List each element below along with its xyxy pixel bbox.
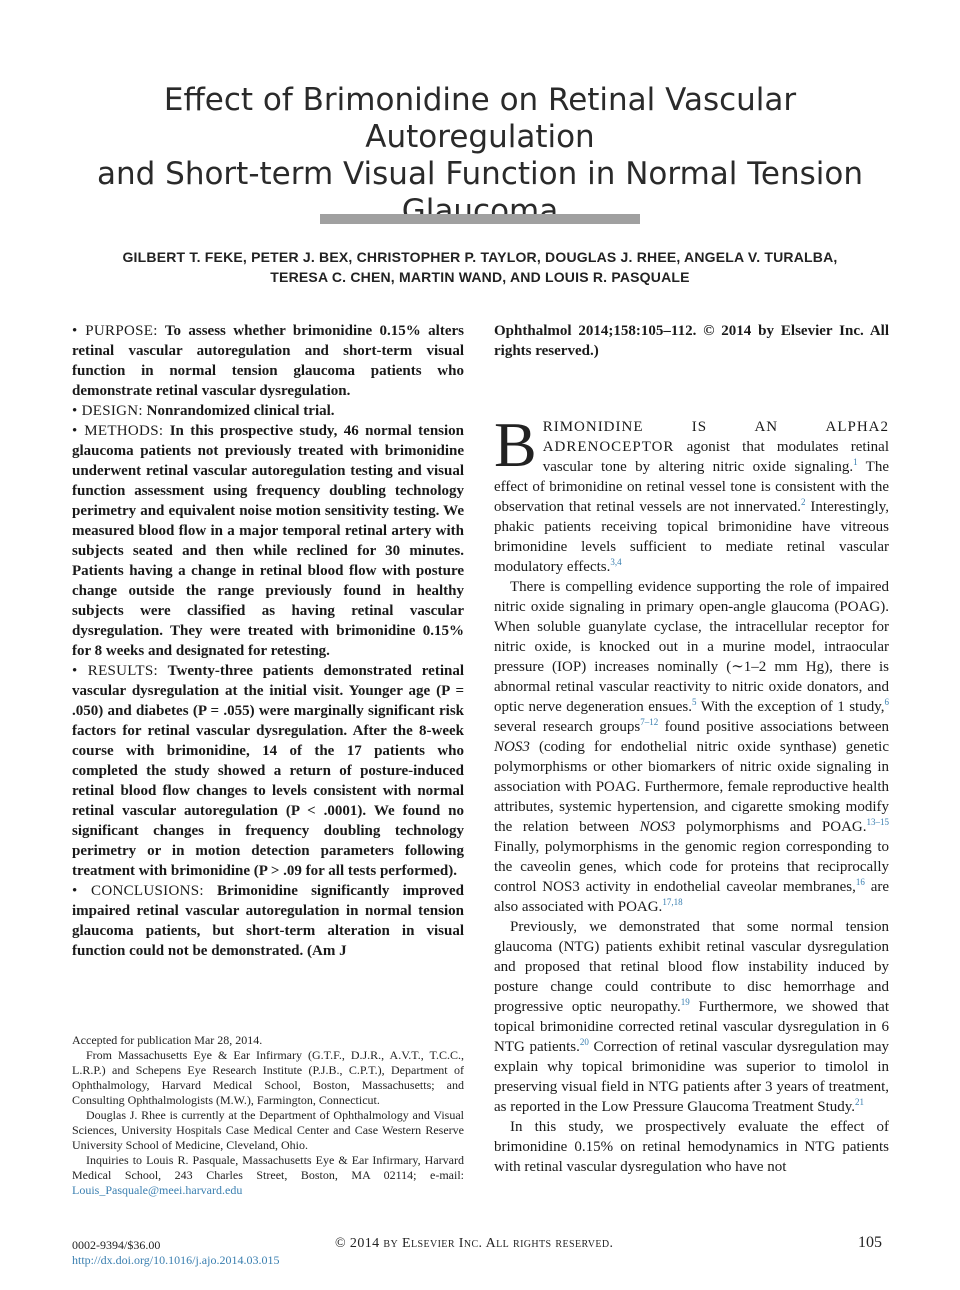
abstract-methods: • METHODS: In this prospective study, 46…: [72, 421, 464, 661]
issn-doi: 0002-9394/$36.00 http://dx.doi.org/10.10…: [72, 1238, 279, 1268]
p2-text-c: several research groups: [494, 719, 641, 735]
ref-link[interactable]: 13–15: [866, 817, 890, 827]
ref-link[interactable]: 2: [801, 497, 806, 507]
abstract-results: • RESULTS: Twenty-three patients demonst…: [72, 661, 464, 881]
right-column: Ophthalmol 2014;158:105–112. © 2014 by E…: [494, 321, 889, 1177]
ref-link[interactable]: 5: [691, 697, 697, 707]
ref-link[interactable]: 3,4: [610, 557, 622, 567]
footnote-accepted: Accepted for publication Mar 28, 2014.: [72, 1033, 263, 1047]
drop-cap: B: [494, 409, 537, 480]
ref-link[interactable]: 21: [855, 1097, 865, 1107]
p1-text-c: Interestingly, phakic patients receiving…: [494, 499, 889, 575]
footer-copyright: © 2014 by Elsevier Inc. All rights reser…: [335, 1236, 614, 1251]
methods-text: In this prospective study, 46 normal ten…: [72, 423, 465, 659]
conclusions-label: • CONCLUSIONS:: [72, 883, 204, 899]
ref-link[interactable]: 20: [579, 1037, 589, 1047]
gene-name: NOS3: [494, 739, 530, 755]
authors-line-1: GILBERT T. FEKE, PETER J. BEX, CHRISTOPH…: [122, 249, 838, 265]
ref-link[interactable]: 16: [855, 877, 865, 887]
conclusions-text: Brimonidine significantly improved impai…: [72, 883, 465, 959]
issn-price: 0002-9394/$36.00: [72, 1238, 161, 1252]
p3-text-c: Correction of retinal vascular dysregula…: [494, 1039, 890, 1115]
footnote-inquiries: Inquiries to Louis R. Pasquale, Massachu…: [72, 1153, 464, 1198]
p1-text-a: agonist that modulates retinal vascular …: [542, 439, 890, 475]
footnote-affiliations: From Massachusetts Eye & Ear Infirmary (…: [72, 1048, 464, 1107]
doi-link[interactable]: http://dx.doi.org/10.1016/j.ajo.2014.03.…: [72, 1253, 280, 1267]
gene-name: NOS3: [639, 819, 676, 835]
ref-link[interactable]: 7–12: [640, 717, 659, 727]
abstract-citation: Ophthalmol 2014;158:105–112. © 2014 by E…: [494, 323, 889, 359]
p3-text-a: Previously, we demonstrated that some no…: [494, 919, 889, 1015]
left-column: • PURPOSE: To assess whether brimonidine…: [72, 321, 464, 961]
ref-link[interactable]: 6: [884, 697, 890, 707]
results-text: Twenty-three patients demonstrated retin…: [72, 663, 464, 879]
methods-label: • METHODS:: [72, 423, 164, 439]
p1-text-b: The effect of brimonidine on retinal ves…: [494, 459, 889, 515]
ref-link[interactable]: 17,18: [662, 897, 683, 907]
lead-smallcaps: RIMONIDINE IS AN ALPHA2 ADRENOCEPTOR: [542, 419, 889, 455]
abstract: • PURPOSE: To assess whether brimonidine…: [72, 321, 464, 961]
title-line-1: Effect of Brimonidine on Retinal Vascula…: [163, 82, 797, 155]
results-label: • RESULTS:: [72, 663, 158, 679]
p2-text-a: There is compelling evidence supporting …: [494, 579, 889, 715]
paragraph-4: In this study, we prospectively evaluate…: [494, 1119, 889, 1175]
paragraph-3: Previously, we demonstrated that some no…: [494, 917, 889, 1117]
title-line-2: and Short-term Visual Function in Normal…: [96, 156, 864, 192]
footnotes: Accepted for publication Mar 28, 2014. F…: [72, 1033, 464, 1198]
email-link[interactable]: Louis_Pasquale@meei.harvard.edu: [72, 1183, 243, 1197]
purpose-text: To assess whether brimonidine 0.15% alte…: [72, 323, 464, 399]
purpose-label: • PURPOSE:: [72, 323, 158, 339]
p2-text-f: (coding for endothelial nitric oxide syn…: [494, 739, 889, 835]
design-label: • DESIGN:: [72, 403, 143, 419]
ref-link[interactable]: 19: [680, 997, 690, 1007]
p2-text-h: polymorphisms and POAG.: [685, 819, 867, 835]
author-list: GILBERT T. FEKE, PETER J. BEX, CHRISTOPH…: [60, 247, 900, 287]
page-number: 105: [858, 1234, 882, 1251]
article-title: Effect of Brimonidine on Retinal Vascula…: [60, 82, 900, 230]
abstract-purpose: • PURPOSE: To assess whether brimonidine…: [72, 321, 464, 401]
p2-text-j: are also associated with POAG.: [494, 879, 890, 915]
p2-text-d: found positive associations between: [664, 719, 889, 735]
p2-text-i: Finally, polymorphisms in the genomic re…: [494, 839, 889, 895]
inquiries-text: Inquiries to Louis R. Pasquale, Massachu…: [72, 1153, 464, 1182]
title-divider: [320, 214, 640, 224]
footnote-rhee: Douglas J. Rhee is currently at the Depa…: [72, 1108, 464, 1152]
ref-link[interactable]: 1: [853, 457, 858, 467]
title-line-3: Glaucoma: [401, 193, 559, 229]
p2-text-b: With the exception of 1 study,: [700, 699, 885, 715]
design-text: Nonrandomized clinical trial.: [146, 403, 335, 419]
abstract-design: • DESIGN: Nonrandomized clinical trial.: [72, 401, 464, 421]
abstract-conclusions: • CONCLUSIONS: Brimonidine significantly…: [72, 881, 464, 961]
authors-line-2: TERESA C. CHEN, MARTIN WAND, AND LOUIS R…: [270, 269, 690, 285]
paragraph-2: There is compelling evidence supporting …: [494, 577, 889, 917]
p3-text-b: Furthermore, we showed that topical brim…: [494, 999, 889, 1055]
